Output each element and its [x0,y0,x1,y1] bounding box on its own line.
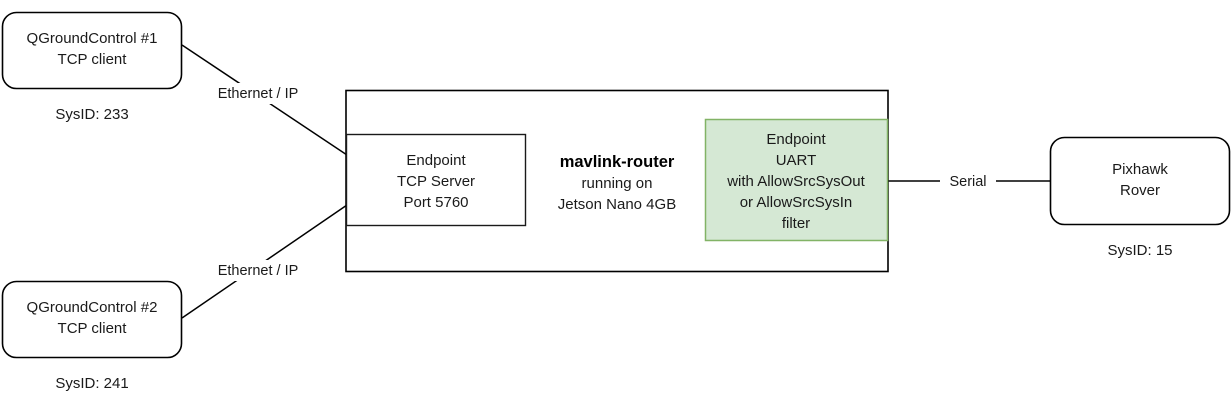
edge-label-serial: Serial [949,174,986,190]
edge-qgc2-to-tcp-server: Ethernet / IP [181,204,348,319]
node-qgroundcontrol-2[interactable]: QGroundControl #2 TCP client [1,280,183,359]
endpoint-tcp-label-line3: Port 5760 [403,194,468,211]
qgc1-sysid-caption: SysID: 233 [55,106,128,123]
pixhawk-label-line1: Pixhawk [1112,161,1168,178]
endpoint-uart-label-line5: filter [782,215,810,232]
edge-uart-to-pixhawk: Serial [888,171,1050,191]
qgc2-box[interactable] [1,280,183,359]
endpoint-uart-box[interactable] [704,118,889,242]
node-endpoint-tcp-server[interactable]: Endpoint TCP Server Port 5760 [345,133,527,227]
endpoint-uart-label-line2: UART [776,152,817,169]
node-pixhawk-rover[interactable]: Pixhawk Rover [1049,136,1231,226]
node-endpoint-uart[interactable]: Endpoint UART with AllowSrcSysOut or All… [704,118,889,242]
edge-label-ethernet-ip-bottom: Ethernet / IP [218,263,299,279]
mavlink-router-subtitle-line1: running on [582,175,653,192]
pixhawk-box[interactable] [1049,136,1231,226]
edge-label-ethernet-ip-top: Ethernet / IP [218,86,299,102]
endpoint-tcp-label-line2: TCP Server [397,173,475,190]
endpoint-uart-label-line4: or AllowSrcSysIn [740,194,853,211]
qgc1-label-line1: QGroundControl #1 [27,30,158,47]
pixhawk-label-line2: Rover [1120,182,1160,199]
mavlink-router-title: mavlink-router [560,153,675,171]
node-qgroundcontrol-1[interactable]: QGroundControl #1 TCP client [1,11,183,90]
qgc2-sysid-caption: SysID: 241 [55,375,128,392]
edge-label-background-qgc2 [203,260,313,281]
qgc2-label-line1: QGroundControl #2 [27,299,158,316]
endpoint-tcp-label-line1: Endpoint [406,152,466,169]
qgc2-label-line2: TCP client [58,320,128,337]
edge-qgc1-to-tcp-server: Ethernet / IP [181,44,348,156]
pixhawk-sysid-caption: SysID: 15 [1107,242,1172,259]
qgc1-box[interactable] [1,11,183,90]
endpoint-tcp-server-box[interactable] [345,133,527,227]
qgc1-label-line2: TCP client [58,51,128,68]
edge-label-background-qgc1 [203,83,313,104]
endpoint-uart-label-line3: with AllowSrcSysOut [726,173,865,190]
endpoint-uart-label-line1: Endpoint [766,131,826,148]
edge-label-background-serial [940,171,996,191]
mavlink-router-subtitle-line2: Jetson Nano 4GB [558,196,676,213]
